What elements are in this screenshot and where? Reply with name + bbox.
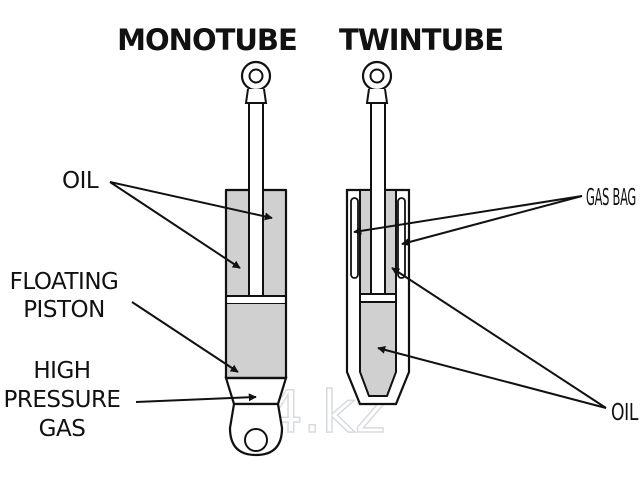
high-pressure-gas-label-line2: PRESSURE [4, 387, 121, 413]
monotube-top-eyelet [240, 60, 272, 104]
monotube-bottom-mount [228, 402, 284, 457]
twintube-title: TWINTUBE [339, 23, 503, 57]
high-pressure-gas-label-line1: HIGH [33, 358, 90, 384]
monotube-bottom-cap [224, 376, 288, 406]
pointer-arrows [109, 181, 607, 409]
monotube-oil-label: OIL [62, 168, 99, 194]
twintube-gas-bag-left [350, 197, 359, 279]
monotube-shock [224, 60, 288, 457]
floating-piston-label-line2: PISTON [23, 297, 105, 323]
monotube-floating-piston [225, 295, 287, 305]
twintube-top-eyelet [361, 60, 393, 104]
monotube-gas-chamber [226, 304, 286, 378]
monotube-title: MONOTUBE [117, 23, 297, 57]
high-pressure-gas-label-line3: GAS [39, 416, 86, 442]
twintube-gas-bag-right [397, 197, 406, 279]
gas-bag-label: GAS BAG [586, 185, 636, 211]
twintube-piston [359, 293, 397, 303]
twintube-piston-rod [370, 102, 386, 295]
twintube-oil-label: OIL [611, 400, 639, 426]
floating-piston-label-line1: FLOATING [10, 269, 119, 295]
monotube-piston-rod [248, 102, 264, 297]
